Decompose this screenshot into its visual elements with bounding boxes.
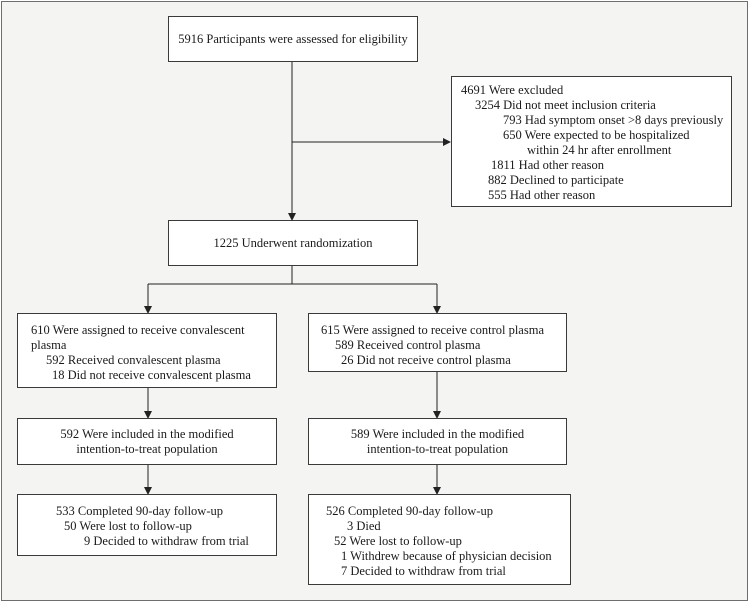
- left-assigned-line: plasma: [31, 338, 67, 352]
- left-mitt-line: intention-to-treat population: [76, 441, 218, 456]
- right-followup-line: 3 Died: [347, 519, 381, 533]
- left-assigned-line: 610 Were assigned to receive convalescen…: [31, 323, 245, 337]
- excluded-line: 1811 Had other reason: [491, 158, 605, 172]
- right-assigned-line: 26 Did not receive control plasma: [341, 353, 511, 367]
- excluded-line: 793 Had symptom onset >8 days previously: [503, 113, 724, 127]
- excluded-line: 4691 Were excluded: [461, 83, 564, 97]
- right-mitt-line: intention-to-treat population: [366, 441, 509, 456]
- left-followup-line: 533 Completed 90-day follow-up: [56, 504, 223, 518]
- left-assigned-line: 592 Received convalescent plasma: [46, 353, 221, 367]
- right-assigned-line: 615 Were assigned to receive control pla…: [321, 323, 544, 337]
- left-assigned-line: 18 Did not receive convalescent plasma: [52, 368, 251, 382]
- left-followup-line: 50 Were lost to follow-up: [64, 519, 192, 533]
- excluded-line: within 24 hr after enrollment: [527, 143, 672, 157]
- right-assigned-box: 615 Were assigned to receive control pla…: [308, 313, 567, 372]
- left-mitt-box: 592 Were included in the modified intent…: [17, 418, 277, 465]
- right-followup-line: 7 Decided to withdraw from trial: [341, 564, 506, 578]
- right-mitt-box: 589 Were included in the modified intent…: [308, 418, 567, 465]
- right-assigned-line: 589 Received control plasma: [335, 338, 481, 352]
- excluded-line: 650 Were expected to be hospitalized: [503, 128, 690, 142]
- eligibility-text: 5916 Participants were assessed for elig…: [178, 31, 408, 46]
- left-followup-line: 9 Decided to withdraw from trial: [84, 534, 249, 548]
- right-mitt-line: 589 Were included in the modified: [350, 426, 525, 441]
- randomization-text: 1225 Underwent randomization: [213, 235, 373, 250]
- eligibility-box: 5916 Participants were assessed for elig…: [168, 16, 418, 62]
- left-followup-box: 533 Completed 90-day follow-up 50 Were l…: [17, 494, 277, 556]
- left-mitt-line: 592 Were included in the modified: [60, 426, 234, 441]
- right-followup-line: 1 Withdrew because of physician decision: [341, 549, 552, 563]
- excluded-line: 3254 Did not meet inclusion criteria: [475, 98, 656, 112]
- left-assigned-box: 610 Were assigned to receive convalescen…: [17, 313, 277, 388]
- excluded-line: 555 Had other reason: [488, 188, 596, 202]
- right-followup-line: 52 Were lost to follow-up: [334, 534, 462, 548]
- excluded-line: 882 Declined to participate: [488, 173, 624, 187]
- right-followup-box: 526 Completed 90-day follow-up 3 Died 52…: [308, 494, 571, 585]
- excluded-box: 4691 Were excluded 3254 Did not meet inc…: [451, 76, 732, 207]
- right-followup-line: 526 Completed 90-day follow-up: [326, 504, 493, 518]
- randomization-box: 1225 Underwent randomization: [168, 220, 418, 266]
